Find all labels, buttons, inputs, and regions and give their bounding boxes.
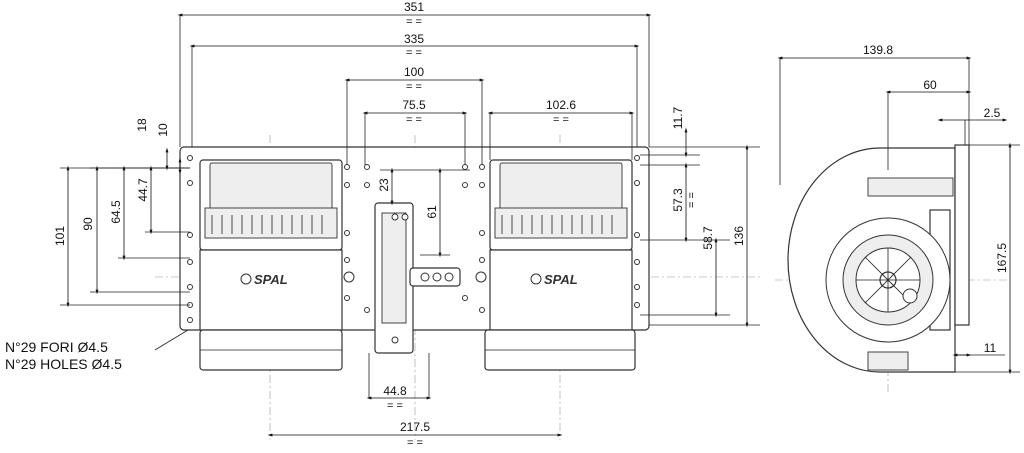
equal-mark: = = — [553, 114, 569, 126]
dim-57-3: 57.3 — [671, 188, 685, 212]
dim-23: 23 — [377, 178, 391, 192]
dim-102-6: 102.6 — [546, 98, 576, 112]
dim-101: 101 — [53, 226, 67, 246]
brand-logo-right: SPAL — [530, 272, 578, 287]
dim-44-8: 44.8 — [383, 384, 407, 398]
holes-note-en: N°29 HOLES Ø4.5 — [5, 356, 122, 372]
brand-text-left: SPAL — [254, 272, 288, 287]
front-view: SPAL SPAL 351 = = 335 = = 100 = = 75.5 =… — [5, 0, 760, 449]
dim-90: 90 — [81, 217, 95, 231]
dim-351: 351 — [404, 0, 424, 14]
equal-mark: = = — [406, 16, 422, 28]
side-view: 139.8 60 2.5 167.5 11 — [775, 43, 1020, 395]
dim-167-5: 167.5 — [995, 243, 1009, 273]
equal-mark: = = — [407, 437, 423, 449]
dim-64-5: 64.5 — [109, 200, 123, 224]
dim-217-5: 217.5 — [400, 420, 430, 434]
center-motor — [374, 202, 461, 354]
dim-10: 10 — [156, 123, 170, 137]
mounting-holes — [187, 155, 640, 323]
equal-mark: = = — [387, 400, 403, 412]
dim-100: 100 — [404, 65, 424, 79]
left-blower — [199, 159, 343, 371]
dim-18: 18 — [135, 118, 149, 132]
right-blower — [484, 159, 636, 371]
equal-mark: = = — [686, 192, 698, 208]
side-motor-top — [867, 177, 954, 197]
dim-58-7: 58.7 — [701, 226, 715, 250]
dim-60: 60 — [923, 78, 937, 92]
dim-139-8: 139.8 — [863, 43, 893, 57]
dim-11-7: 11.7 — [671, 106, 685, 129]
dim-61: 61 — [425, 205, 439, 219]
equal-mark: = = — [406, 114, 422, 126]
impeller — [825, 217, 951, 343]
brand-text-right: SPAL — [544, 272, 578, 287]
equal-mark: = = — [406, 81, 422, 93]
dim-335: 335 — [404, 32, 424, 46]
side-motor-bottom — [867, 351, 909, 371]
dim-11: 11 — [984, 341, 997, 355]
equal-mark: = = — [406, 47, 422, 59]
brand-logo-left: SPAL — [240, 272, 288, 287]
side-flange — [954, 144, 970, 326]
holes-note-it: N°29 FORI Ø4.5 — [5, 339, 108, 355]
dim-2-5: 2.5 — [984, 106, 1001, 120]
dim-136: 136 — [732, 226, 746, 246]
dim-44-7: 44.7 — [136, 178, 150, 202]
dim-75-5: 75.5 — [402, 98, 426, 112]
